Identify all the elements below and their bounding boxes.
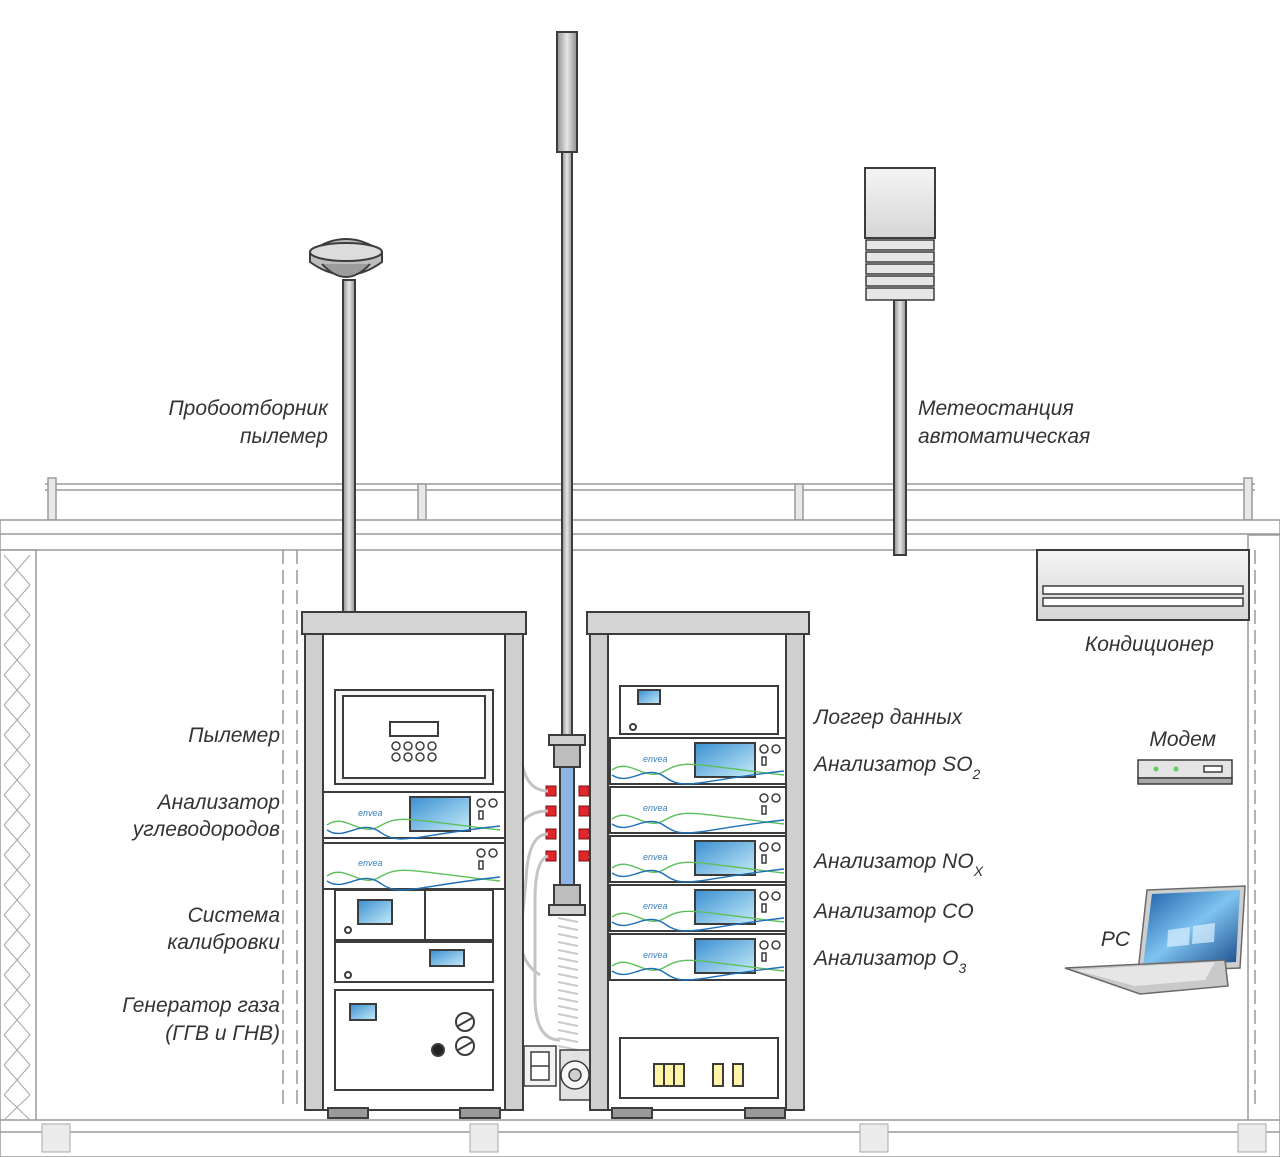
calibration-system-label: калибровки [167,931,280,954]
dust-sampler-probe [309,238,383,616]
brand-logo: envea [643,852,668,862]
left-rack [301,611,527,1119]
shelter [0,477,1280,1157]
weather-station [864,167,936,556]
floor-blocks [41,1123,1267,1153]
brand-logo: envea [643,950,668,960]
so2-analyzer-label: Анализатор SO2 [812,753,981,782]
pc-label: PC [1101,928,1131,951]
brand-logo: envea [358,858,383,868]
brand-logo: envea [358,808,383,818]
wall-lattice [3,554,31,1121]
dust-sampler-label: пылемер [240,425,328,448]
air-conditioner-unit [1036,549,1250,621]
gas-generator-label: Генератор газа [122,994,280,1017]
modem-label: Модем [1149,728,1216,751]
data-logger-label: Логгер данных [812,706,964,729]
manifold-connectors [545,785,590,862]
nox-analyzer-label: Анализатор NOX [812,850,984,879]
o3-analyzer-label: Анализатор O3 [812,947,967,976]
brand-logo: envea [643,754,668,764]
pump-unit [523,1045,591,1101]
calibration-system-label: Система [188,904,280,927]
laptop-pc [1064,885,1246,995]
weather-station-label: автоматическая [918,425,1090,448]
hydrocarbon-analyzer-label: углеводородов [131,818,280,841]
right-rack [586,611,810,1119]
modem-device [1137,759,1233,785]
dust-sampler-label: Пробоотборник [168,397,329,420]
dust-meter-label: Пылемер [188,724,280,747]
exhaust-coil [557,917,579,1051]
brand-logo: envea [643,803,668,813]
left-rack-waves [326,818,501,891]
right-rack-knobs [759,744,781,962]
sample-inlet-pole [548,31,586,916]
hydrocarbon-analyzer-label: Анализатор [156,791,280,814]
co-analyzer-label: Анализатор CO [812,900,974,923]
brand-logo: envea [643,901,668,911]
air-conditioner-label: Кондиционер [1085,633,1214,656]
right-rack-waves [611,763,785,981]
left-rack-knobs [476,798,498,870]
gas-generator-label: (ГГВ и ГНВ) [165,1022,280,1045]
weather-station-label: Метеостанция [918,397,1074,420]
